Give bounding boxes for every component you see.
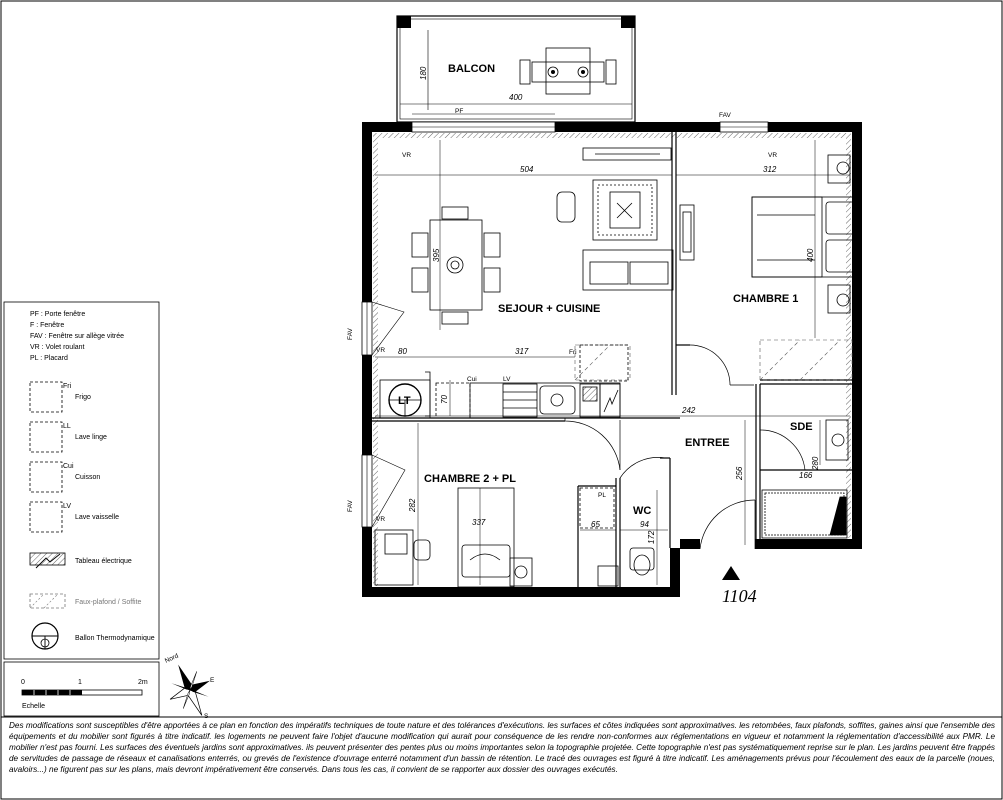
tag-fri: Fri — [569, 349, 577, 356]
legend-label-lave-vaisselle: Lave vaisselle — [75, 514, 119, 521]
tag-cui: Cui — [467, 376, 477, 383]
room-label-sde: SDE — [790, 421, 813, 433]
doors — [564, 344, 806, 550]
exterior-walls — [362, 122, 862, 597]
compass-east-label: E — [210, 677, 215, 684]
dim-65: 65 — [591, 520, 600, 529]
dim-balcony-width: 400 — [509, 93, 523, 102]
legend-label-frigo: Frigo — [75, 394, 91, 401]
dimension-lines — [375, 140, 850, 585]
dim-280: 280 — [811, 456, 820, 471]
tag-pf: PF — [455, 108, 463, 115]
legend-abbr-pf: PF : Porte fenêtre — [30, 311, 85, 318]
legend-label-lave-linge: Lave linge — [75, 434, 107, 441]
balcony-table-set — [519, 47, 617, 95]
faux-plafond-zones — [574, 339, 853, 381]
room-label-chambre2: CHAMBRE 2 + PL — [424, 473, 516, 485]
tag-lt: LT — [398, 395, 411, 407]
legend-code-fri: Fri — [63, 383, 72, 390]
legend-label-tableau: Tableau électrique — [75, 558, 132, 565]
ballon-thermodynamique-icon — [31, 622, 59, 650]
tag-vr-sejour: VR — [402, 152, 411, 159]
windows: PF VR FAV VR FAV VR FAV VR — [347, 108, 777, 528]
balcony-label: BALCON — [448, 63, 495, 75]
legend-label-cuisson: Cuisson — [75, 474, 100, 481]
room-label-sejour: SEJOUR + CUISINE — [498, 303, 600, 315]
tag-fav-sejour: FAV — [347, 328, 354, 340]
tag-fav-chambre1: FAV — [719, 112, 731, 119]
dim-242: 242 — [681, 406, 696, 415]
tag-pl: PL — [598, 492, 606, 499]
tag-vr-chambre1: VR — [768, 152, 777, 159]
tag-vr-chambre2: VR — [376, 516, 385, 523]
dim-172: 172 — [647, 530, 656, 544]
legend-code-ll: LL — [63, 423, 71, 430]
tag-vr-sejour-side: VR — [376, 347, 385, 354]
legend-label-ballon: Ballon Thermodynamique — [75, 635, 155, 642]
dim-balcony-depth: 180 — [419, 66, 428, 80]
scale-tick-1: 1 — [78, 679, 82, 686]
tag-lv: LV — [503, 376, 511, 383]
dim-317: 317 — [515, 347, 529, 356]
room-label-chambre1: CHAMBRE 1 — [733, 293, 798, 305]
scale-tick-0: 0 — [21, 679, 25, 686]
compass-north-label: Nord — [164, 652, 180, 664]
balcony: BALCON 180 400 — [396, 15, 636, 123]
dim-337: 337 — [472, 518, 486, 527]
legend-abbr-pl: PL : Placard — [30, 355, 68, 362]
legend-label-faux-plafond: Faux-plafond / Soffite — [75, 599, 142, 606]
dim-80: 80 — [398, 347, 407, 356]
scale-label: Echelle — [22, 703, 45, 710]
lot-number: 1104 — [722, 586, 757, 606]
legend-code-lv: LV — [63, 503, 71, 510]
room-label-entree: ENTREE — [685, 437, 730, 449]
dim-166: 166 — [799, 471, 813, 480]
dim-282: 282 — [408, 498, 417, 513]
faux-plafond-icon — [29, 593, 66, 609]
scale-tick-2: 2m — [138, 679, 148, 686]
disclaimer-text: Des modifications sont susceptibles d'êt… — [9, 721, 995, 774]
scale-bar: 0 1 2m Echelle — [3, 661, 160, 717]
dim-70: 70 — [440, 395, 449, 404]
legend-code-cui: Cui — [63, 463, 74, 470]
dim-256: 256 — [735, 466, 744, 481]
interior-walls — [372, 132, 852, 587]
dim-312: 312 — [763, 165, 777, 174]
dim-395: 395 — [432, 248, 441, 262]
legend-abbr-vr: VR : Volet roulant — [30, 344, 85, 351]
room-label-wc: WC — [633, 505, 651, 517]
dim-94: 94 — [640, 520, 649, 529]
dim-504: 504 — [520, 165, 534, 174]
compass-south-label: S — [204, 713, 209, 720]
legend-abbr-f: F : Fenêtre — [30, 322, 64, 329]
tag-fav-chambre2: FAV — [347, 500, 354, 512]
furniture — [374, 147, 861, 588]
legend-panel: PF : Porte fenêtre F : Fenêtre FAV : Fen… — [3, 301, 160, 660]
legend-abbr-fav: FAV : Fenêtre sur allège vitrée — [30, 333, 124, 340]
tableau-electrique-icon — [29, 552, 66, 569]
dim-400: 400 — [806, 248, 815, 262]
entrance-arrow-icon — [722, 566, 740, 580]
compass-rose-icon: Nord E S — [164, 652, 215, 720]
